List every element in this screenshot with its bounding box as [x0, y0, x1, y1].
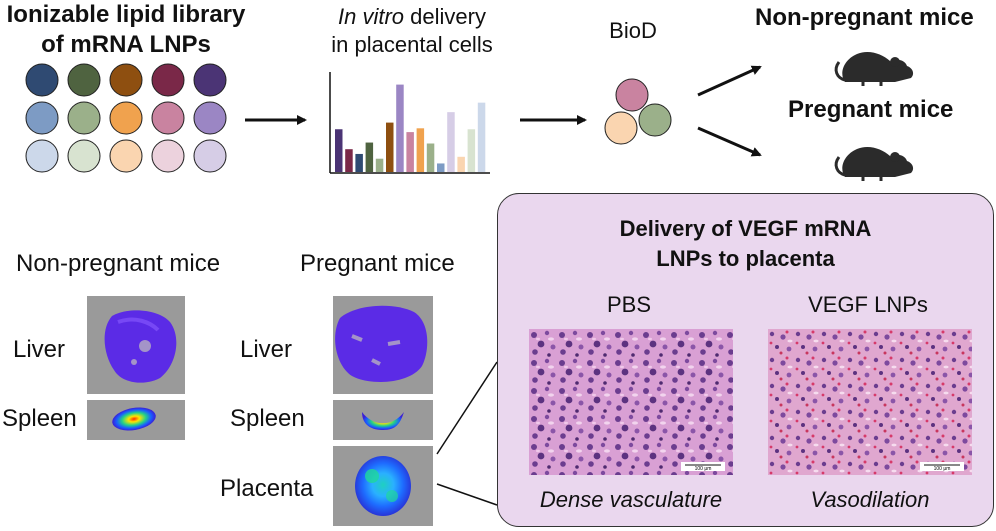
bar — [396, 84, 404, 172]
bar — [355, 153, 363, 172]
lipid-circle — [25, 63, 59, 97]
bar — [447, 112, 455, 172]
liver-label: Liver — [13, 336, 66, 363]
lipid-circle — [67, 63, 101, 97]
library-title-line1: Ionizable lipid library — [6, 1, 246, 28]
dense-vasculature-label: Dense vasculature — [539, 487, 723, 512]
pregnant-liver-image — [333, 296, 433, 394]
vasodilation-label: Vasodilation — [810, 487, 930, 512]
panel-title-line2: LNPs to placenta — [656, 246, 835, 271]
lipid-circle — [67, 139, 101, 173]
biod-circle — [604, 111, 638, 145]
lipid-circle — [151, 101, 185, 135]
zoom-line-top — [436, 361, 498, 455]
placenta-label: Placenta — [220, 475, 314, 502]
bar — [406, 132, 414, 172]
vegf-delivery-panel: Delivery of VEGF mRNA LNPs to placenta P… — [497, 193, 994, 527]
biod-circle — [638, 103, 672, 137]
bar — [467, 129, 476, 172]
non-pregnant-spleen-image — [87, 400, 185, 440]
invitro-title: In vitro delivery in placental cells — [292, 3, 532, 59]
lipid-circle — [193, 139, 227, 173]
pregnant-spleen-image — [333, 400, 433, 440]
lipid-library-grid — [25, 63, 227, 173]
bar — [386, 122, 394, 172]
lipid-circle — [25, 101, 59, 135]
liver-label-pregnant: Liver — [240, 336, 293, 363]
bar — [416, 128, 425, 172]
bar — [375, 158, 384, 172]
lipid-circle — [109, 101, 143, 135]
biod-circle — [615, 78, 649, 112]
lipid-circle — [151, 139, 185, 173]
placenta-image — [333, 446, 433, 526]
non-pregnant-mice-title: Non-pregnant mice — [755, 4, 974, 31]
spleen-label-pregnant: Spleen — [230, 405, 305, 432]
bar — [426, 143, 435, 172]
bar — [437, 163, 445, 172]
lipid-circle — [109, 139, 143, 173]
bar — [345, 149, 353, 172]
invitro-rest: delivery — [404, 4, 486, 29]
mouse-icon — [834, 51, 914, 86]
bar — [457, 156, 465, 172]
invitro-bar-chart — [335, 84, 486, 172]
pregnant-mice-title: Pregnant mice — [788, 96, 954, 123]
invitro-title-line1: In vitro delivery — [292, 3, 532, 31]
biod-circles — [604, 78, 672, 145]
library-title: Ionizable lipid library of mRNA LNPs — [0, 0, 252, 60]
pregnant-mice-label: Pregnant mice — [300, 250, 455, 277]
pbs-label: PBS — [606, 292, 652, 317]
spleen-label: Spleen — [2, 405, 77, 432]
zoom-line-bottom — [436, 483, 498, 506]
panel-title-line1: Delivery of VEGF mRNA — [619, 216, 872, 241]
lipid-circle — [151, 63, 185, 97]
pbs-histology-image: 100 μm — [529, 329, 733, 475]
invitro-italic: In vitro — [338, 4, 405, 29]
lipid-circle — [67, 101, 101, 135]
lipid-circle — [109, 63, 143, 97]
lipid-circle — [25, 139, 59, 173]
mouse-icon — [834, 146, 914, 181]
panel-title: Delivery of VEGF mRNA LNPs to placenta — [498, 214, 993, 274]
non-pregnant-mice-label: Non-pregnant mice — [16, 250, 221, 277]
non-pregnant-liver-image — [87, 296, 185, 394]
lipid-circle — [193, 101, 227, 135]
vegf-scale-bar-label: 100 μm — [934, 466, 951, 472]
lipid-circle — [193, 63, 227, 97]
library-title-line2: of mRNA LNPs — [41, 31, 211, 58]
arrow-to-non-pregnant — [697, 65, 762, 97]
bar — [335, 129, 343, 172]
pbs-scale-bar-label: 100 μm — [695, 466, 712, 472]
biod-label: BioD — [609, 18, 657, 43]
invitro-title-line2: in placental cells — [331, 32, 493, 57]
bar — [477, 102, 486, 172]
bar — [365, 142, 374, 172]
vegf-lnps-label: VEGF LNPs — [808, 292, 928, 317]
vegf-histology-image: 100 μm — [768, 329, 972, 475]
arrow-to-pregnant — [697, 126, 762, 157]
